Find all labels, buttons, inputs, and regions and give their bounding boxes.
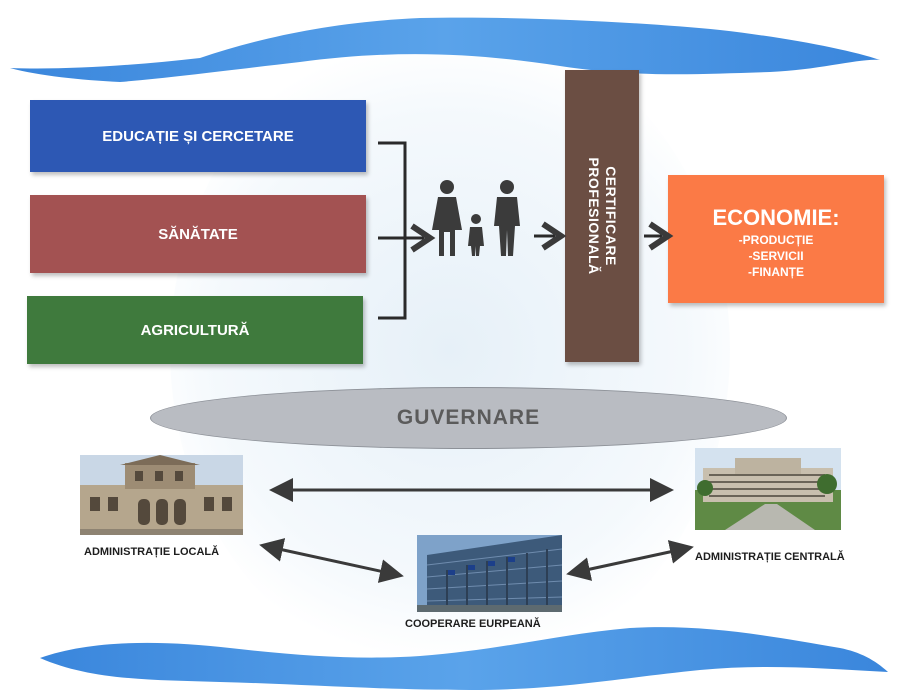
- education-label: EDUCAȚIE ȘI CERCETARE: [102, 127, 294, 145]
- health-box: SĂNĂTATE: [30, 195, 366, 273]
- local-administration-photo: [80, 455, 243, 535]
- local-administration-label: ADMINISTRAȚIE LOCALĂ: [84, 546, 220, 558]
- building-photo: [80, 455, 243, 535]
- bottom-swoosh: [40, 627, 888, 690]
- central-administration-label: ADMINISTRAȚIE CENTRALĂ: [695, 551, 845, 563]
- economy-item-finance: -FINANȚE: [748, 265, 804, 279]
- governance-ellipse: GUVERNARE: [150, 387, 787, 449]
- government-building-photo: [695, 448, 841, 530]
- top-swoosh: [10, 17, 880, 83]
- agriculture-label: AGRICULTURĂ: [140, 321, 250, 339]
- european-cooperation-label: COOPERARE EURPEANĂ: [405, 618, 541, 630]
- double-arrow-icon: [259, 538, 404, 583]
- economy-item-production: -PRODUCȚIE: [738, 233, 814, 247]
- economy-title: ECONOMIE:: [712, 205, 840, 230]
- governance-label: GUVERNARE: [396, 406, 541, 429]
- education-box: EDUCAȚIE ȘI CERCETARE: [30, 100, 366, 172]
- eu-building-photo: [417, 535, 562, 612]
- central-administration-photo: [695, 448, 841, 530]
- certification-box: CERTIFICARE PROFESIONALĂ: [565, 70, 639, 362]
- economy-box: ECONOMIE: -PRODUCȚIE -SERVICII -FINANȚE: [668, 175, 884, 303]
- bracket-icon: [378, 141, 407, 320]
- agriculture-box: AGRICULTURĂ: [27, 296, 363, 364]
- family-icon: [432, 180, 520, 256]
- double-arrow-icon: [566, 540, 694, 581]
- health-label: SĂNĂTATE: [158, 225, 238, 243]
- economy-item-services: -SERVICII: [748, 249, 804, 263]
- european-cooperation-photo: [417, 535, 562, 612]
